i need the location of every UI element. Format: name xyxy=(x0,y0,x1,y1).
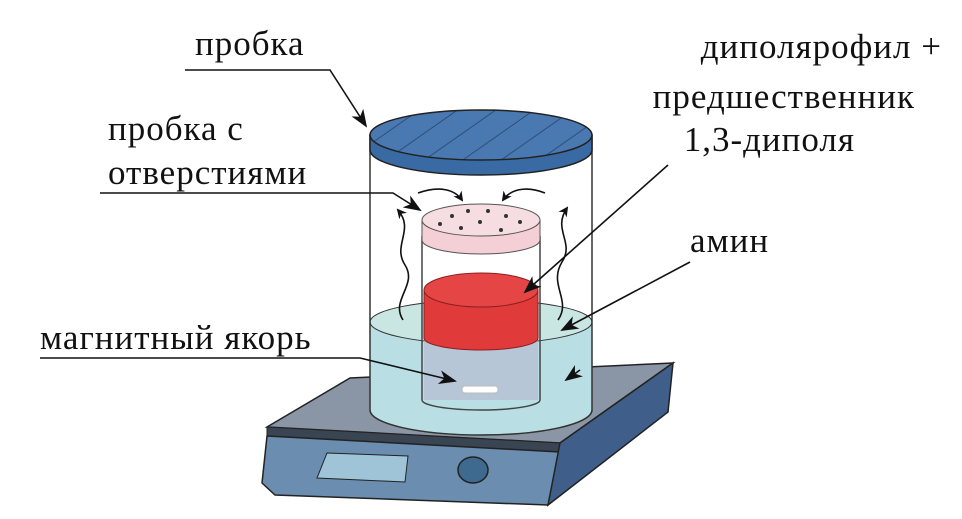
label-dipolarophile-line1: диполярофил + xyxy=(701,27,942,66)
label-cap-holes-line1: пробка с xyxy=(108,109,244,148)
stir-bar xyxy=(461,385,499,394)
jar xyxy=(369,109,593,436)
cap-holes xyxy=(438,209,522,232)
vapor-arrows xyxy=(396,188,569,321)
stirrer-side xyxy=(546,361,674,507)
stirrer-knob xyxy=(457,456,489,484)
label-stir-bar: магнитный якорь xyxy=(40,318,312,357)
label-dipolarophile-line2: предшественник xyxy=(653,77,915,116)
vial xyxy=(421,203,541,411)
label-amine: амин xyxy=(690,221,769,260)
stirrer-display xyxy=(316,452,409,483)
leader-lines xyxy=(40,69,691,385)
label-cap: пробка xyxy=(195,24,305,63)
reagent-surface xyxy=(423,272,539,308)
label-dipolarophile-line3: 1,3-диполя xyxy=(684,120,855,159)
label-cap-holes-line2: отверстиями xyxy=(108,153,307,192)
